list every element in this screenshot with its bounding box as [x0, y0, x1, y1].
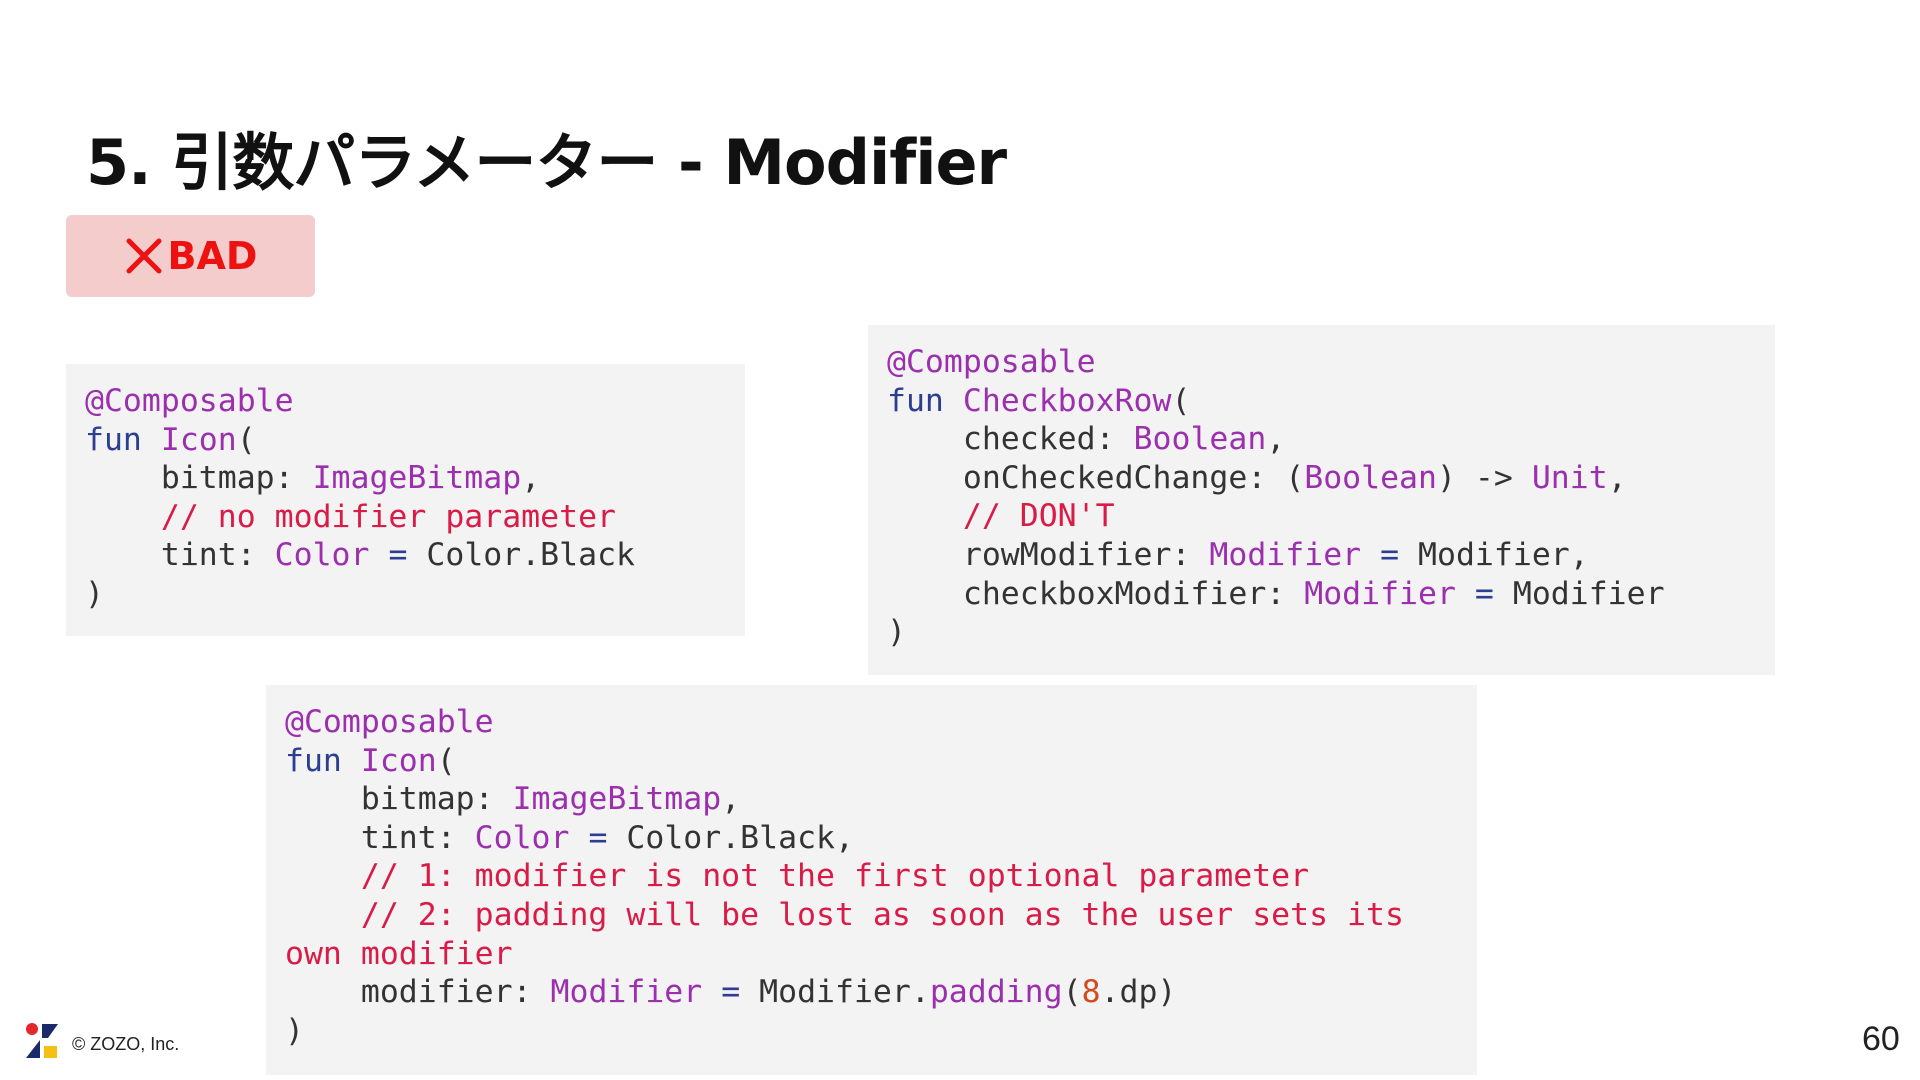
slide-title: 5. 引数パラメーター - Modifier	[86, 126, 1007, 199]
code-line: // DON'T	[887, 497, 1775, 536]
code-token: =	[369, 537, 427, 574]
badge-label: BAD	[167, 234, 258, 278]
code-token: )	[85, 575, 104, 612]
code-line: // 2: padding will be lost as soon as th…	[285, 896, 1477, 935]
code-token: ,	[1266, 421, 1286, 458]
code-line: checkboxModifier: Modifier = Modifier	[887, 575, 1775, 614]
code-token: Boolean	[1304, 459, 1437, 496]
code-line: @Composable	[85, 382, 745, 421]
copyright-text: © ZOZO, Inc.	[72, 1034, 180, 1054]
code-token: @Composable	[85, 383, 294, 419]
code-line: fun Icon(	[85, 421, 745, 460]
code-token: ) ->	[1437, 459, 1532, 496]
code-token: fun	[85, 421, 161, 458]
code-line: )	[285, 1012, 1477, 1051]
code-token: Modifier	[1304, 575, 1456, 612]
code-line: @Composable	[285, 703, 1477, 742]
code-token: bitmap:	[85, 460, 313, 497]
code-line: fun CheckboxRow(	[887, 382, 1775, 421]
code-token: (	[1062, 974, 1082, 1011]
code-token: Icon	[160, 421, 237, 458]
code-token: Color.Black	[426, 537, 636, 574]
code-line: tint: Color = Color.Black,	[285, 819, 1477, 858]
bad-badge: BAD	[66, 215, 315, 297]
code-token: @Composable	[285, 704, 494, 740]
code-line: onCheckedChange: (Boolean) -> Unit,	[887, 459, 1775, 498]
code-line: // no modifier parameter	[85, 498, 745, 537]
zozo-logo-icon	[26, 1023, 58, 1058]
code-token: Boolean	[1133, 421, 1267, 458]
code-token: // no modifier parameter	[85, 498, 617, 535]
code-token: tint:	[85, 537, 275, 574]
code-token: ,	[1607, 459, 1627, 496]
code-token: 8	[1081, 974, 1101, 1011]
code-token: (	[236, 421, 256, 458]
code-line: // 1: modifier is not the first optional…	[285, 857, 1477, 896]
code-token: =	[569, 819, 627, 856]
code-token: Modifier	[550, 974, 703, 1011]
code-token: fun	[887, 382, 963, 419]
code-token: fun	[285, 742, 361, 779]
code-token: Modifier.	[759, 974, 930, 1011]
code-token: Color.Black,	[626, 819, 854, 856]
code-token: rowModifier:	[887, 536, 1210, 573]
code-token: =	[1455, 575, 1513, 612]
code-token: .dp)	[1100, 974, 1177, 1011]
code-token: @Composable	[887, 344, 1096, 380]
code-token: ,	[521, 460, 541, 497]
code-line: rowModifier: Modifier = Modifier,	[887, 536, 1775, 575]
code-token: tint:	[285, 819, 475, 856]
code-line: fun Icon(	[285, 742, 1477, 781]
code-line: bitmap: ImageBitmap,	[85, 459, 745, 498]
code-line: own modifier	[285, 935, 1477, 974]
code-token: )	[285, 1012, 304, 1049]
code-token: // 1: modifier is not the first optional…	[285, 858, 1310, 895]
code-token: =	[1361, 536, 1419, 573]
code-token: =	[702, 974, 760, 1011]
code-token: CheckboxRow	[962, 382, 1172, 419]
code-token: Modifier	[1209, 536, 1362, 573]
page-number: 60	[1862, 1020, 1900, 1058]
code-token: ImageBitmap	[312, 460, 522, 497]
code-token: (	[1171, 382, 1191, 419]
code-token: Icon	[360, 742, 437, 779]
code-token: // 2: padding will be lost as soon as th…	[285, 896, 1404, 933]
code-token: Modifier,	[1418, 536, 1589, 573]
code-token: ImageBitmap	[512, 781, 722, 818]
cross-mark-icon	[126, 238, 162, 274]
code-line: @Composable	[887, 343, 1775, 382]
code-token: onCheckedChange: (	[887, 459, 1305, 496]
code-token: ,	[721, 781, 741, 818]
code-token: checkboxModifier:	[887, 575, 1305, 612]
code-line: modifier: Modifier = Modifier.padding(8.…	[285, 973, 1477, 1012]
code-line: )	[85, 575, 745, 614]
code-token: padding	[929, 974, 1063, 1011]
code-token: Modifier	[1512, 575, 1665, 612]
code-line: bitmap: ImageBitmap,	[285, 780, 1477, 819]
code-line: checked: Boolean,	[887, 420, 1775, 459]
code-token: own modifier	[285, 935, 513, 972]
code-token: Color	[474, 819, 570, 856]
code-token: bitmap:	[285, 781, 513, 818]
code-token: )	[887, 614, 906, 651]
code-token: (	[436, 742, 456, 779]
code-token: Color	[274, 537, 370, 574]
code-token: Unit	[1531, 459, 1608, 496]
code-token: checked:	[887, 421, 1134, 458]
code-line: tint: Color = Color.Black	[85, 536, 745, 575]
code-token: // DON'T	[887, 498, 1115, 535]
code-token: modifier:	[285, 974, 551, 1011]
code-line: )	[887, 613, 1775, 652]
